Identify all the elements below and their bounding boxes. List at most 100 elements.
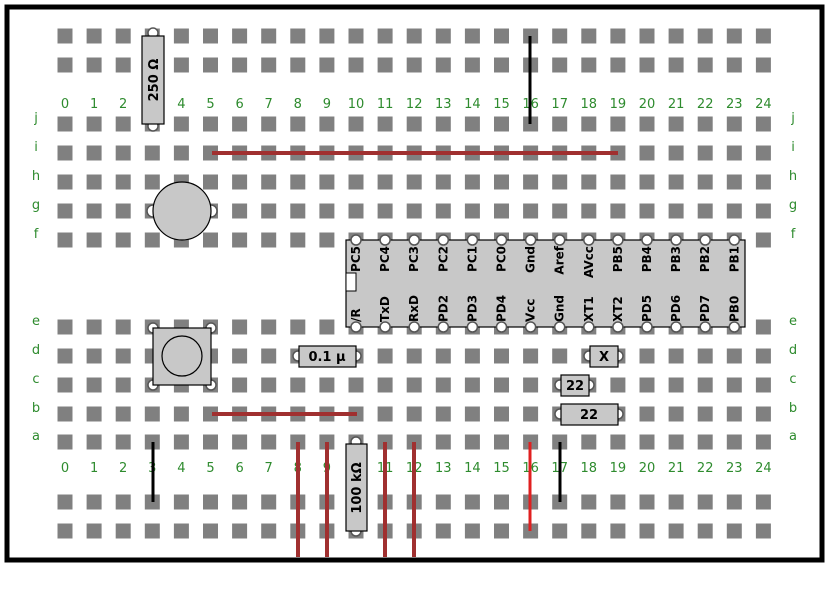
hole xyxy=(144,174,160,190)
hole xyxy=(232,348,248,364)
hole xyxy=(115,232,131,248)
chip-pin-label-top: AVcc xyxy=(582,246,596,278)
hole xyxy=(552,28,568,44)
chip-pin-bottom xyxy=(437,321,450,333)
row-label-right: f xyxy=(791,227,796,242)
hole xyxy=(173,116,189,132)
column-label-top: 7 xyxy=(265,97,273,112)
hole xyxy=(726,28,742,44)
row-label-left: e xyxy=(32,314,40,329)
hole xyxy=(203,494,218,510)
row-label-right: j xyxy=(790,111,795,126)
column-label-bottom: 20 xyxy=(639,461,656,476)
hole xyxy=(494,377,509,393)
column-label-top: 0 xyxy=(61,97,69,112)
hole xyxy=(290,116,306,132)
hole xyxy=(115,203,131,219)
hole xyxy=(726,494,742,510)
hole xyxy=(86,116,102,132)
column-label-top: 17 xyxy=(551,97,568,112)
hole xyxy=(115,523,131,539)
hole xyxy=(435,348,451,364)
chip-pin-top xyxy=(379,234,391,246)
hole xyxy=(232,377,248,393)
column-label-top: 24 xyxy=(755,97,772,112)
hole xyxy=(173,28,189,44)
crystal: X xyxy=(583,345,624,368)
column-label-top: 8 xyxy=(294,97,302,112)
hole xyxy=(668,348,684,364)
row-label-left: d xyxy=(32,343,40,358)
hole xyxy=(261,348,277,364)
hole xyxy=(697,523,713,539)
hole xyxy=(57,203,73,219)
hole xyxy=(377,377,393,393)
hole xyxy=(115,116,131,132)
hole xyxy=(755,145,771,161)
hole xyxy=(144,406,160,422)
hole xyxy=(697,406,713,422)
column-label-bottom: 2 xyxy=(119,461,127,476)
hole xyxy=(726,377,742,393)
chip-pin-top xyxy=(670,234,682,246)
chip-pin-label-bottom: PD5 xyxy=(640,295,654,322)
column-label-bottom: 7 xyxy=(265,461,273,476)
push-button xyxy=(147,322,217,391)
wires-layer xyxy=(151,36,618,557)
hole xyxy=(290,174,306,190)
chip-pin-top xyxy=(437,234,450,246)
column-label-top: 12 xyxy=(406,97,423,112)
column-label-bottom: 15 xyxy=(493,461,510,476)
hole xyxy=(494,348,509,364)
hole xyxy=(668,28,684,44)
hole xyxy=(494,174,509,190)
hole xyxy=(261,57,277,73)
row-label-left: c xyxy=(32,372,39,387)
hole xyxy=(261,116,277,132)
hole xyxy=(115,494,131,510)
hole xyxy=(290,57,306,73)
hole xyxy=(203,406,218,422)
hole xyxy=(726,348,742,364)
hole xyxy=(464,28,480,44)
hole xyxy=(755,348,771,364)
hole xyxy=(552,523,568,539)
chip-pin-label-bottom: XT2 xyxy=(611,296,625,322)
chip-pin-bottom xyxy=(641,321,653,333)
row-label-right: c xyxy=(789,372,796,387)
hole xyxy=(290,203,306,219)
hole xyxy=(697,377,713,393)
hole xyxy=(203,232,218,248)
hole xyxy=(261,28,277,44)
chip-pin-bottom xyxy=(466,321,479,333)
hole xyxy=(639,57,655,73)
hole xyxy=(755,232,771,248)
column-label-top: 2 xyxy=(119,97,127,112)
hole xyxy=(319,116,335,132)
hole xyxy=(115,406,131,422)
hole xyxy=(86,28,102,44)
hole xyxy=(261,319,277,335)
hole xyxy=(232,523,248,539)
hole xyxy=(377,28,393,44)
chip-pin-label-top: PC4 xyxy=(378,246,392,272)
hole xyxy=(668,116,684,132)
hole xyxy=(435,174,451,190)
hole xyxy=(377,116,393,132)
hole xyxy=(697,494,713,510)
column-label-bottom: 4 xyxy=(177,461,185,476)
hole xyxy=(755,116,771,132)
hole xyxy=(755,494,771,510)
hole xyxy=(726,523,742,539)
hole xyxy=(57,174,73,190)
hole xyxy=(115,434,131,450)
hole xyxy=(610,57,626,73)
hole xyxy=(232,319,248,335)
hole xyxy=(86,203,102,219)
hole xyxy=(232,434,248,450)
column-label-bottom: 0 xyxy=(61,461,69,476)
hole xyxy=(697,145,713,161)
hole xyxy=(581,494,597,510)
hole xyxy=(581,116,597,132)
